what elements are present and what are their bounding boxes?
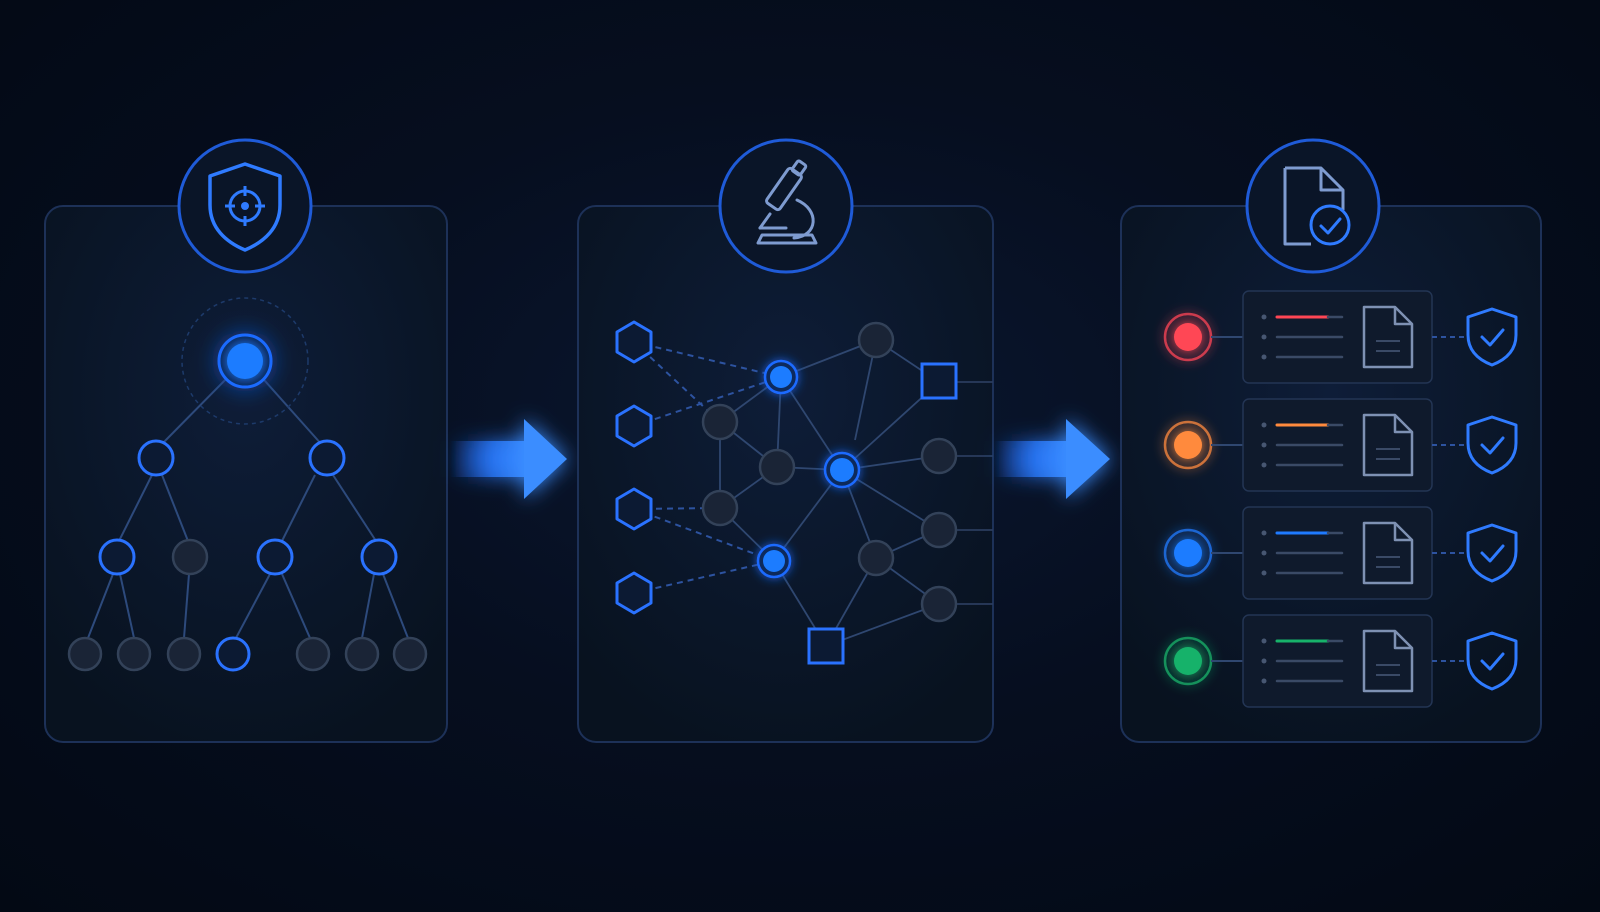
network-node [701,489,739,527]
arrow-right-icon [450,419,567,499]
document-check-icon [1245,138,1381,274]
shield-check-icon [1466,631,1518,691]
tree-leaf-node [67,636,103,672]
document-icon [1362,521,1414,585]
tree-edges [87,371,409,639]
network-node [701,403,739,441]
shield-check-icon [1466,415,1518,475]
tree-leaf-node [344,636,380,672]
network-node [920,585,958,623]
report-row-medium [1163,506,1518,600]
arrow-right-icon [994,419,1110,499]
active-network-node [756,543,792,579]
hexagon-node [615,571,653,615]
panel-threat-hierarchy [44,138,448,743]
microscope-icon [718,138,854,274]
square-node [920,362,958,400]
network-node [857,321,895,359]
report-row-high [1163,398,1518,492]
tree-leaf-node [116,636,152,672]
input-hexagon-nodes [615,320,653,615]
hexagon-node [615,404,653,448]
hexagon-node [615,487,653,531]
tree-node [308,439,346,477]
active-network-node [823,451,861,489]
network-node [920,437,958,475]
tree-node [98,538,136,576]
square-node [807,627,845,665]
tree-leaf-node [392,636,428,672]
document-icon [1362,629,1414,693]
document-icon [1362,305,1414,369]
shield-check-icon [1466,307,1518,367]
tree-leaf-node [215,636,251,672]
active-network-node [763,359,799,395]
tree-node [137,439,175,477]
document-icon [1362,413,1414,477]
shield-target-icon [177,138,313,274]
network-node [920,511,958,549]
tree-node [256,538,294,576]
network-node [857,539,895,577]
tree-leaf-node [295,636,331,672]
shield-check-icon [1466,523,1518,583]
tree-leaf-node [166,636,202,672]
tree-node [171,538,209,576]
tree-root-node [181,297,309,425]
tree-node [360,538,398,576]
report-rows [1163,290,1518,708]
report-row-critical [1163,290,1518,384]
hexagon-node [615,320,653,364]
report-row-low [1163,614,1518,708]
network-node [758,448,796,486]
panel-analysis-network [577,138,994,743]
